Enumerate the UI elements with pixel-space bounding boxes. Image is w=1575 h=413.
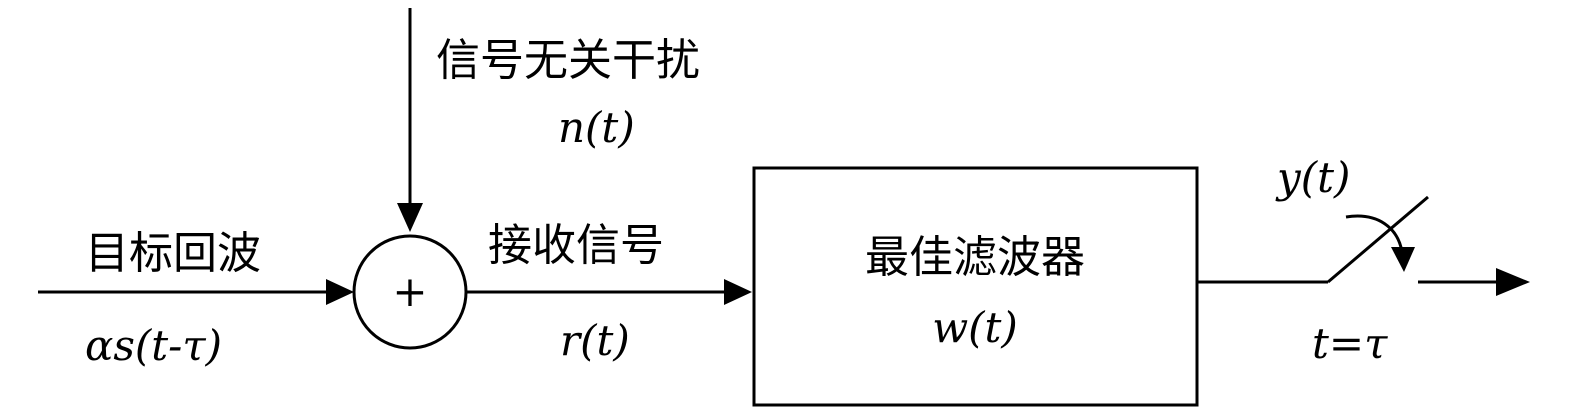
interference-arrowhead	[397, 203, 423, 232]
received-arrowhead	[724, 279, 752, 305]
filter-title: 最佳滤波器	[865, 232, 1085, 283]
echo-title: 目标回波	[85, 228, 261, 279]
received-expr: r(t)	[560, 316, 630, 365]
interference-title: 信号无关干扰	[436, 35, 700, 86]
sampling-switch	[1327, 195, 1429, 284]
sampling-expr: t=τ	[1312, 319, 1388, 368]
filter-block	[752, 166, 1199, 407]
filter-expr: w(t)	[932, 303, 1018, 352]
switch-rotation-arc	[1345, 214, 1404, 253]
final-output-arrowhead	[1496, 268, 1530, 296]
output-expr: y(t)	[1275, 153, 1350, 202]
echo-arrowhead	[326, 279, 354, 305]
received-title: 接收信号	[488, 220, 664, 271]
switch-rotation-arrowhead	[1391, 247, 1415, 272]
summer-symbol: +	[392, 267, 427, 316]
echo-expr: αs(t-τ)	[85, 321, 222, 370]
interference-expr: n(t)	[558, 103, 635, 152]
